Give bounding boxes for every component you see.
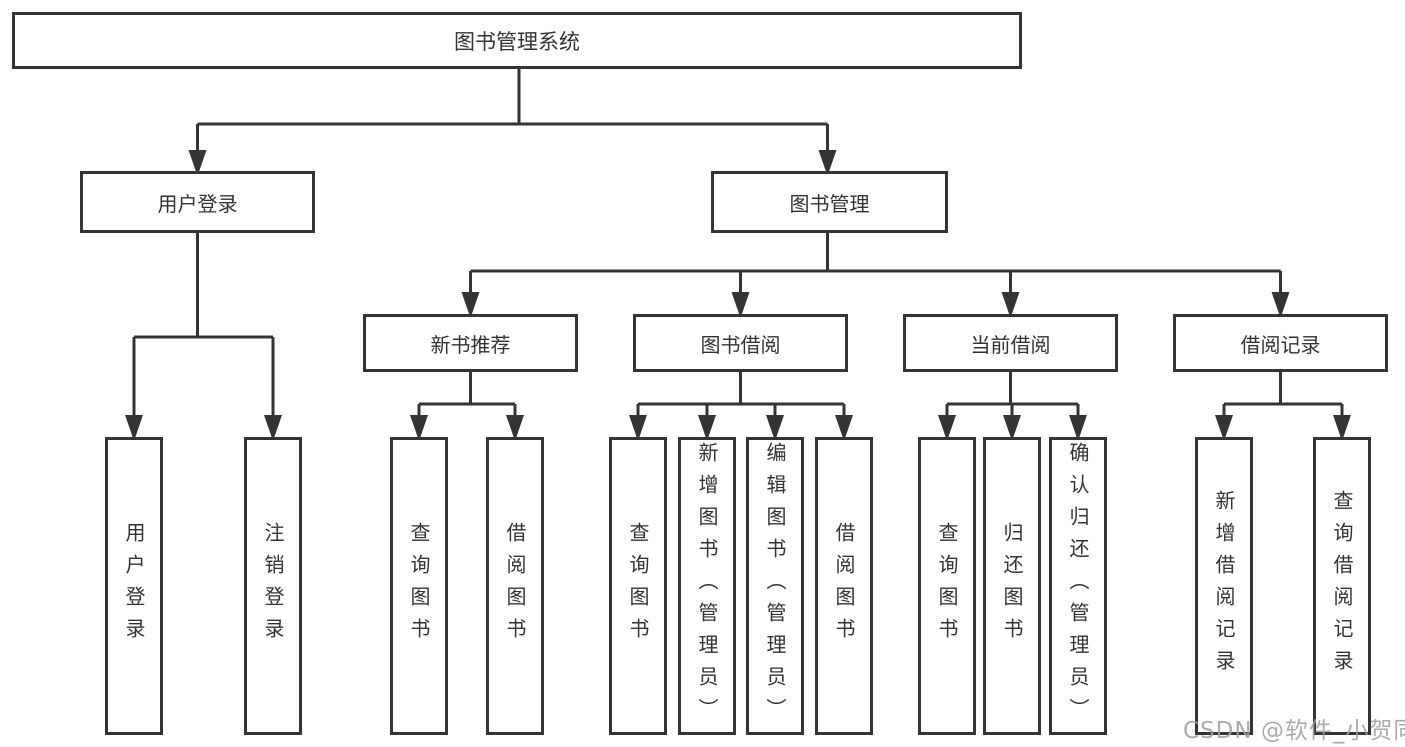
leaf-nb-borrow-books: 借阅图书: [486, 437, 544, 735]
edges-from-system: [188, 68, 837, 176]
node-label: 图书借阅: [700, 332, 781, 357]
node-label: 借阅图书: [832, 522, 856, 650]
node-label: 注销登录: [261, 522, 285, 650]
node-label: 新增借阅记录: [1212, 490, 1236, 682]
node-current-borrow: 当前借阅: [903, 314, 1118, 372]
leaf-cb-return-books: 归还图书: [983, 437, 1041, 735]
leaf-nb-query-books: 查询图书: [390, 437, 448, 735]
edge-line: [196, 68, 829, 156]
node-new-book-rec: 新书推荐: [363, 314, 578, 372]
edges-from-user-login: [125, 233, 282, 441]
arrowhead: [461, 292, 480, 318]
edges-from-current-borrow: [938, 372, 1087, 441]
node-label: 查询图书: [407, 522, 431, 650]
arrowhead: [264, 415, 282, 441]
node-label: 借阅记录: [1240, 332, 1321, 357]
node-borrow-records: 借阅记录: [1173, 314, 1388, 372]
leaf-bb-borrow-books: 借阅图书: [815, 437, 873, 735]
leaf-br-add-record: 新增借阅记录: [1195, 437, 1253, 735]
arrowhead: [125, 415, 143, 441]
node-label: 查询图书: [626, 522, 650, 650]
leaf-bb-add-books-admin: 新增图书（管理员）: [678, 437, 736, 735]
arrowhead: [698, 415, 716, 441]
arrowhead: [818, 150, 837, 176]
node-label: 编辑图书（管理员）: [763, 442, 787, 730]
edge-line: [132, 233, 275, 421]
arrowhead: [1333, 415, 1351, 441]
leaf-bb-query-books: 查询图书: [609, 437, 667, 735]
edge-line: [636, 372, 846, 421]
node-label: 用户登录: [122, 522, 146, 650]
arrowhead: [731, 292, 750, 318]
arrowhead: [410, 415, 428, 441]
leaf-logout: 注销登录: [244, 437, 302, 735]
node-user-login: 用户登录: [80, 171, 315, 233]
node-label: 当前借阅: [970, 332, 1051, 357]
node-label: 借阅图书: [503, 522, 527, 650]
node-book-mgmt: 图书管理: [711, 171, 948, 233]
node-book-borrow: 图书借阅: [633, 314, 848, 372]
edge-line: [1222, 372, 1344, 421]
node-label: 图书管理系统: [454, 29, 580, 54]
arrowhead: [938, 415, 956, 441]
node-label: 查询借阅记录: [1330, 490, 1354, 682]
arrowhead: [188, 150, 207, 176]
edges-from-borrow-records: [1215, 372, 1351, 441]
arrowhead: [1069, 415, 1087, 441]
arrowhead: [835, 415, 853, 441]
leaf-cb-query-books: 查询图书: [918, 437, 976, 735]
edge-line: [469, 233, 1282, 298]
node-label: 用户登录: [157, 191, 238, 216]
arrowhead: [1271, 292, 1290, 318]
node-label: 图书管理: [789, 191, 870, 216]
arrowhead: [1001, 292, 1020, 318]
node-label: 新增图书（管理员）: [695, 442, 719, 730]
node-label: 归还图书: [1000, 522, 1024, 650]
arrowhead: [1215, 415, 1233, 441]
leaf-br-query-record: 查询借阅记录: [1313, 437, 1371, 735]
node-label: 确认归还（管理员）: [1066, 442, 1090, 730]
edge-line: [417, 372, 517, 421]
arrowhead: [1003, 415, 1021, 441]
watermark: CSDN @软件_小贺同学: [1183, 718, 1405, 744]
edges-from-new-book-rec: [410, 372, 524, 441]
edge-line: [945, 372, 1080, 421]
edges-from-book-mgmt: [461, 233, 1290, 318]
node-system: 图书管理系统: [12, 12, 1022, 69]
node-label: 查询图书: [935, 522, 959, 650]
leaf-cb-confirm-return-admin: 确认归还（管理员）: [1049, 437, 1107, 735]
arrowhead: [506, 415, 524, 441]
edges-from-book-borrow: [629, 372, 853, 441]
node-label: 新书推荐: [430, 332, 511, 357]
arrowhead: [766, 415, 784, 441]
leaf-user-login: 用户登录: [105, 437, 163, 735]
leaf-bb-edit-books-admin: 编辑图书（管理员）: [746, 437, 804, 735]
arrowhead: [629, 415, 647, 441]
